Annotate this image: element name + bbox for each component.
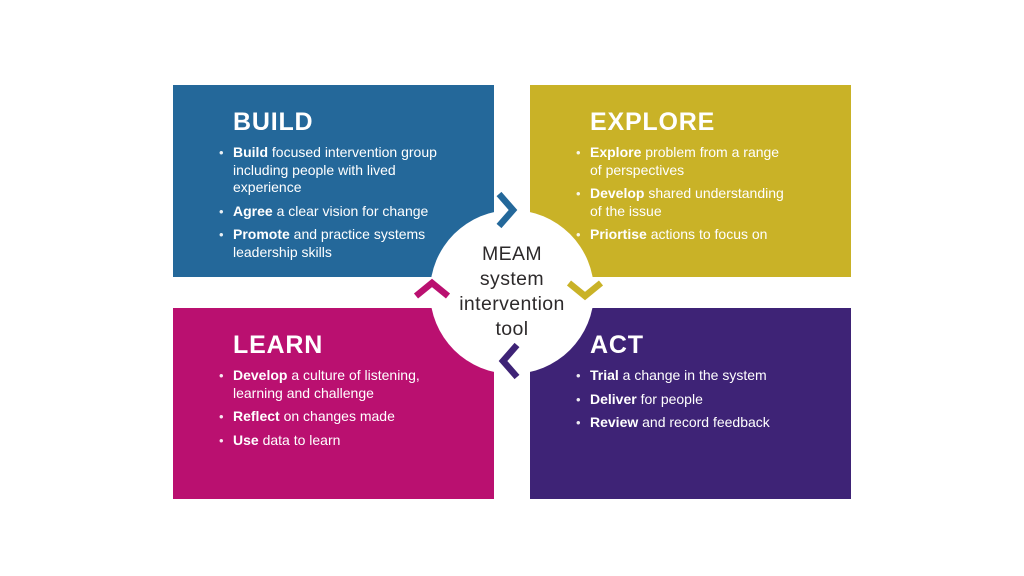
quadrant-build-title: BUILD bbox=[233, 108, 314, 136]
bullet-item: Build focused intervention group includi… bbox=[219, 144, 451, 197]
bullet-item: Agree a clear vision for change bbox=[219, 203, 451, 221]
quadrant-act-title: ACT bbox=[590, 331, 644, 359]
center-title-line: intervention bbox=[459, 293, 565, 315]
center-title-line: tool bbox=[495, 318, 529, 340]
quadrant-explore-title: EXPLORE bbox=[590, 108, 716, 136]
quadrant-learn: LEARN Develop a culture of listening, le… bbox=[173, 308, 494, 499]
bullet-item: Promote and practice systems leadership … bbox=[219, 226, 451, 261]
bullet-item: Trial a change in the system bbox=[576, 367, 822, 385]
bullet-item: Explore problem from a range of perspect… bbox=[576, 144, 790, 179]
bullet-item: Priortise actions to focus on bbox=[576, 226, 790, 244]
quadrant-act-bullet-list: Trial a change in the system Deliver for… bbox=[576, 367, 822, 432]
quadrant-learn-title: LEARN bbox=[233, 331, 324, 359]
bullet-item: Deliver for people bbox=[576, 391, 822, 409]
center-title-line: MEAM bbox=[481, 243, 543, 265]
chevron-up-icon bbox=[412, 278, 452, 300]
quadrant-explore-bullet-list: Explore problem from a range of perspect… bbox=[576, 144, 790, 244]
center-title-line: system bbox=[479, 268, 545, 290]
chevron-down-icon bbox=[565, 279, 605, 301]
quadrant-build: BUILD Build focused intervention group i… bbox=[173, 85, 494, 277]
chevron-right-icon bbox=[496, 190, 518, 230]
quadrant-explore: EXPLORE Explore problem from a range of … bbox=[530, 85, 851, 277]
quadrant-act: ACT Trial a change in the system Deliver… bbox=[530, 308, 851, 499]
chevron-left-icon bbox=[498, 341, 520, 381]
quadrant-build-bullet-list: Build focused intervention group includi… bbox=[219, 144, 451, 261]
quadrant-learn-bullet-list: Develop a culture of listening, learning… bbox=[219, 367, 461, 450]
bullet-item: Develop shared understanding of the issu… bbox=[576, 185, 790, 220]
bullet-item: Develop a culture of listening, learning… bbox=[219, 367, 461, 402]
bullet-item: Reflect on changes made bbox=[219, 408, 461, 426]
bullet-item: Review and record feedback bbox=[576, 414, 822, 432]
bullet-item: Use data to learn bbox=[219, 432, 461, 450]
